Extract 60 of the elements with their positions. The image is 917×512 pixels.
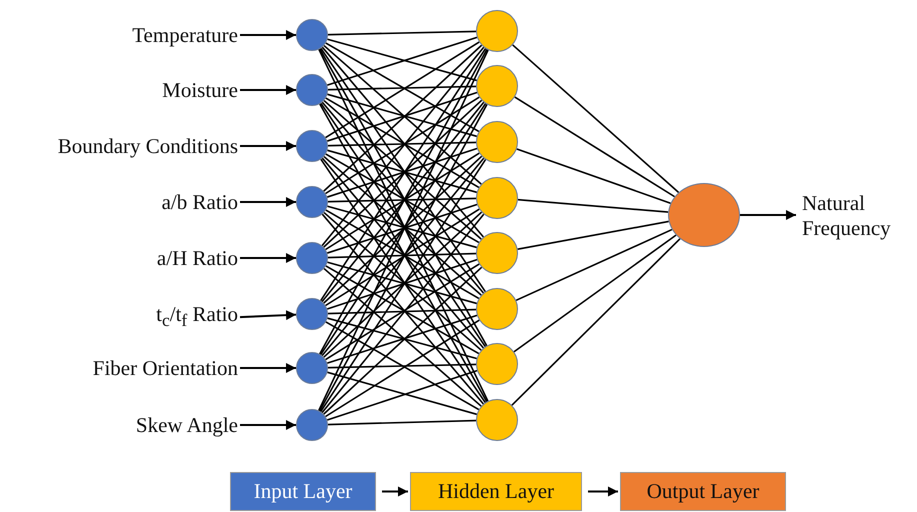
connection-line (328, 252, 476, 258)
connection-line (518, 220, 669, 250)
arrow (240, 420, 296, 430)
connection-line (328, 142, 476, 146)
arrow (240, 310, 296, 320)
connection-line (328, 86, 476, 90)
neuron-node (476, 232, 518, 274)
arrow (240, 197, 296, 207)
arrow (240, 363, 296, 373)
neuron-node (476, 343, 518, 385)
input-label: Temperature (132, 23, 238, 47)
arrow (240, 30, 296, 40)
neuron-node (476, 288, 518, 330)
neuron-node (476, 10, 518, 52)
connection-line (327, 261, 477, 304)
neuron-node (296, 298, 328, 330)
arrow (240, 85, 296, 95)
arrow (588, 486, 618, 496)
connection-line (518, 198, 668, 213)
neuron-node (476, 399, 518, 441)
input-label: Skew Angle (136, 413, 238, 437)
neuron-node (668, 183, 740, 247)
connection-line (326, 370, 478, 421)
connection-line (328, 420, 476, 426)
arrow (382, 486, 408, 496)
arrow (240, 141, 296, 151)
arrow (740, 210, 796, 220)
layer-legend-box: Input Layer (230, 472, 376, 511)
neuron-node (296, 242, 328, 274)
input-label: Fiber Orientation (92, 356, 238, 380)
neuron-node (296, 409, 328, 441)
neuron-node (296, 19, 328, 51)
connection-line (326, 258, 478, 310)
connection-line (328, 364, 476, 368)
connection-line (511, 238, 681, 406)
input-label: t$_{c}$/t$_{f}$ Ratio (156, 302, 238, 332)
layer-legend-box: Hidden Layer (410, 472, 582, 511)
neuron-node (296, 186, 328, 218)
connection-line (328, 30, 476, 36)
connection-line (516, 228, 672, 302)
neuron-node (476, 121, 518, 163)
neuron-node (296, 352, 328, 384)
connection-line (516, 148, 671, 204)
input-label: Boundary Conditions (58, 134, 238, 158)
neuron-node (296, 130, 328, 162)
connection-line (328, 198, 476, 202)
output-label: Natural Frequency (802, 191, 917, 241)
neuron-node (296, 74, 328, 106)
connection-line (514, 234, 676, 352)
connection-line (327, 372, 477, 416)
input-label: a/b Ratio (162, 190, 238, 214)
connection-line (328, 308, 476, 314)
connection-line (514, 96, 675, 198)
layer-legend-box: Output Layer (620, 472, 786, 511)
input-label: a/H Ratio (156, 246, 238, 270)
input-label: Moisture (162, 78, 238, 102)
arrow (240, 253, 296, 263)
connection-line (512, 44, 680, 193)
neuron-node (476, 65, 518, 107)
neuron-node (476, 177, 518, 219)
